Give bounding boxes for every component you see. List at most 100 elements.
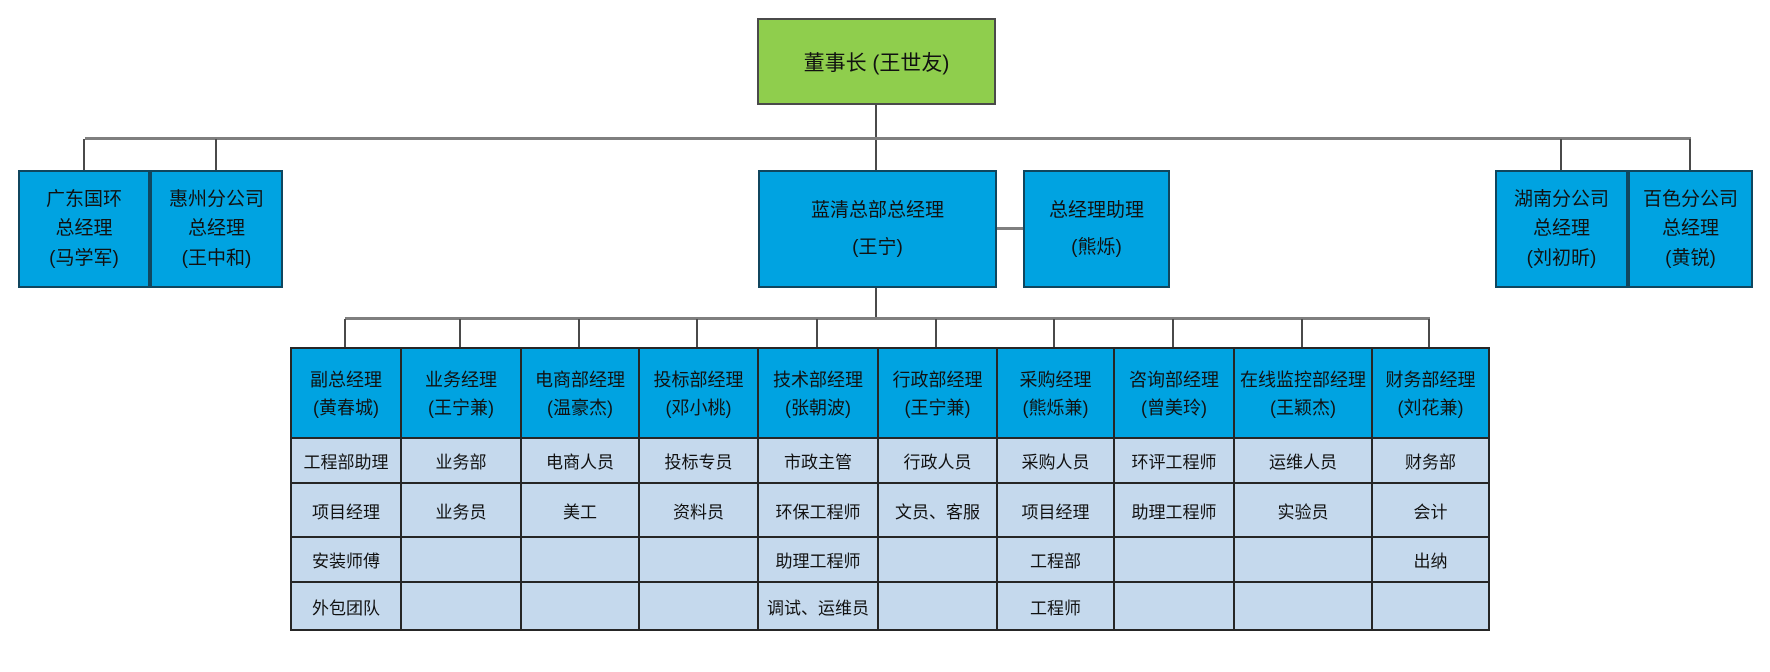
drop-baise <box>1689 139 1691 170</box>
staff-cell <box>520 581 640 631</box>
dept-manager: (温豪杰) <box>547 397 613 418</box>
dept-header-cell: 技术部经理(张朝波) <box>757 347 879 439</box>
staff-cell: 行政人员 <box>877 437 998 484</box>
dept-header-cell: 采购经理 (熊烁兼) <box>996 347 1115 439</box>
dept-manager: (王宁兼) <box>428 397 494 418</box>
box-hunan-branch-gm: 湖南分公司 总经理 (刘初昕) <box>1495 170 1628 288</box>
dept-manager: (刘花兼) <box>1397 397 1464 418</box>
drop-col-8 <box>1172 319 1174 347</box>
staff-cell <box>1113 581 1235 631</box>
box-text: 蓝清总部总经理 <box>810 199 944 221</box>
dept-header-cell: 副总经理 (黄春城) <box>290 347 402 439</box>
staff-cell <box>1233 581 1373 631</box>
staff-cell <box>1233 536 1373 583</box>
staff-row-2: 项目经理 业务员 美工 资料员 环保工程师 文员、客服 项目经理 助理工程师 实… <box>290 482 1490 538</box>
box-text: 惠州分公司 <box>168 188 264 210</box>
drop-col-2 <box>459 319 461 347</box>
staff-cell: 业务员 <box>400 482 522 538</box>
dept-title: 咨询部经理 <box>1129 370 1219 391</box>
drop-col-5 <box>816 319 818 347</box>
box-text: 总经理 <box>1532 218 1590 240</box>
staff-cell: 美工 <box>520 482 640 538</box>
box-text: 湖南分公司 <box>1513 188 1609 210</box>
staff-row-4: 外包团队 调试、运维员 工程师 <box>290 581 1490 631</box>
drop-col-4 <box>696 319 698 347</box>
staff-cell: 采购人员 <box>996 437 1115 484</box>
drop-col-9 <box>1301 319 1303 347</box>
dept-title: 财务部经理 <box>1385 370 1476 391</box>
dept-title: 电商部经理 <box>535 370 625 391</box>
staff-cell <box>638 581 759 631</box>
staff-cell: 助理工程师 <box>1113 482 1235 538</box>
staff-cell: 会计 <box>1371 482 1490 538</box>
dept-title: 技术部经理 <box>773 370 863 391</box>
box-huizhou-branch-gm: 惠州分公司 总经理 (王中和) <box>150 170 283 288</box>
link-hq-to-assistant <box>997 227 1023 230</box>
box-gm-assistant: 总经理助理 (熊烁) <box>1023 170 1170 288</box>
bus-level2 <box>85 137 1691 140</box>
drop-hunan <box>1560 139 1562 170</box>
staff-cell <box>1371 581 1490 631</box>
box-text: (刘初昕) <box>1526 247 1597 269</box>
box-text: (熊烁) <box>1071 237 1122 258</box>
box-text: 总经理助理 <box>1048 199 1144 221</box>
box-text: 总经理 <box>1661 218 1719 240</box>
drop-col-6 <box>935 319 937 347</box>
staff-cell: 工程部 <box>996 536 1115 583</box>
staff-row-1: 工程部助理 业务部 电商人员 投标专员 市政主管 行政人员 采购人员 环评工程师… <box>290 437 1490 484</box>
staff-cell: 工程部助理 <box>290 437 402 484</box>
staff-row-3: 安装师傅 助理工程师 工程部 出纳 <box>290 536 1490 583</box>
dept-header-cell: 电商部经理 (温豪杰) <box>520 347 640 439</box>
dept-title: 副总经理 <box>310 370 382 391</box>
box-text: (王宁) <box>852 237 903 258</box>
box-text: (王中和) <box>181 247 252 269</box>
dept-title: 在线监控部经理 <box>1240 370 1366 391</box>
staff-cell <box>877 581 998 631</box>
dept-header-cell: 财务部经理 (刘花兼) <box>1371 347 1490 439</box>
staff-cell: 运维人员 <box>1233 437 1373 484</box>
staff-cell: 财务部 <box>1371 437 1490 484</box>
dept-header-cell: 咨询部经理(曾美玲) <box>1113 347 1235 439</box>
staff-cell: 安装师傅 <box>290 536 402 583</box>
departments-table: 副总经理 (黄春城) 业务经理 (王宁兼) 电商部经理 (温豪杰) 投标部经理 (邓小桃… <box>290 347 1490 631</box>
staff-cell <box>400 581 522 631</box>
drop-col-10 <box>1428 319 1430 347</box>
staff-cell <box>877 536 998 583</box>
staff-cell: 资料员 <box>638 482 759 538</box>
drop-col-7 <box>1053 319 1055 347</box>
staff-cell: 业务部 <box>400 437 522 484</box>
staff-cell: 环评工程师 <box>1113 437 1235 484</box>
staff-cell: 电商人员 <box>520 437 640 484</box>
dept-title: 业务经理 <box>425 370 497 391</box>
dept-manager: (王宁兼) <box>904 397 971 418</box>
dept-header-row: 副总经理 (黄春城) 业务经理 (王宁兼) 电商部经理 (温豪杰) 投标部经理 (邓小桃… <box>290 347 1490 439</box>
staff-cell <box>1113 536 1235 583</box>
box-text: 百色分公司 <box>1642 188 1738 210</box>
dept-header-cell: 在线监控部经理 (王颖杰) <box>1233 347 1373 439</box>
dept-manager: (邓小桃) <box>665 397 732 418</box>
dept-title: 行政部经理 <box>892 370 983 391</box>
dept-title: 采购经理 <box>1019 370 1092 391</box>
box-text: (马学军) <box>49 247 119 269</box>
dept-manager: (黄春城) <box>313 397 379 418</box>
drop-guangdong <box>83 139 85 170</box>
box-text: 总经理 <box>55 218 113 240</box>
drop-hq-to-bus <box>875 288 877 318</box>
staff-cell: 外包团队 <box>290 581 402 631</box>
drop-col-1 <box>344 319 346 347</box>
dept-header-cell: 行政部经理 (王宁兼) <box>877 347 998 439</box>
chairman-box: 董事长 (王世友) <box>757 18 996 105</box>
staff-cell: 助理工程师 <box>757 536 879 583</box>
bus-level3 <box>345 317 1430 320</box>
box-text: 广东国环 <box>45 188 122 210</box>
staff-cell <box>520 536 640 583</box>
staff-cell: 文员、客服 <box>877 482 998 538</box>
dept-manager: (王颖杰) <box>1270 397 1336 418</box>
chairman-label: 董事长 (王世友) <box>803 51 950 75</box>
staff-cell: 项目经理 <box>996 482 1115 538</box>
dept-title: 投标部经理 <box>653 370 744 391</box>
dept-manager: (熊烁兼) <box>1022 397 1089 418</box>
staff-cell <box>400 536 522 583</box>
box-baise-branch-gm: 百色分公司 总经理 (黄锐) <box>1628 170 1753 288</box>
box-text: 总经理 <box>187 218 245 240</box>
